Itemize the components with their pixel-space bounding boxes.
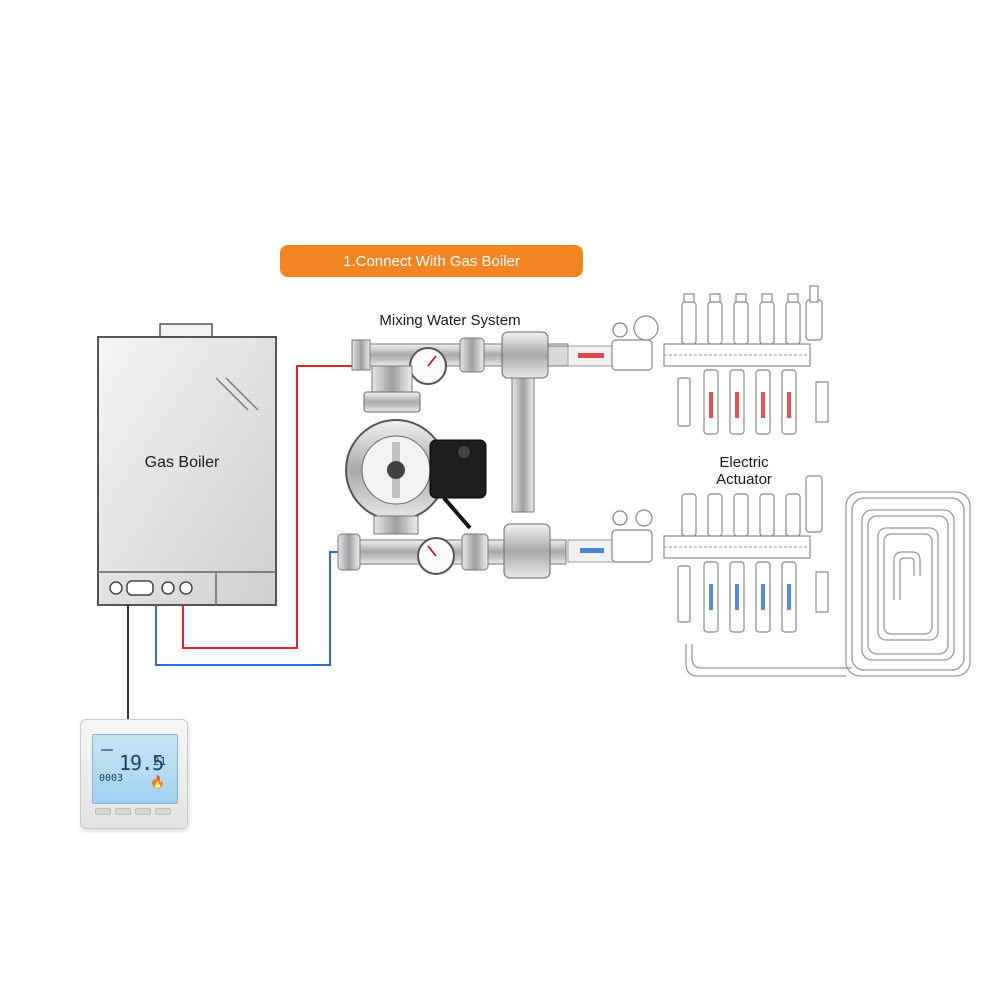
hot-indicator xyxy=(578,353,604,358)
boiler-knob-1 xyxy=(109,581,123,595)
boiler-knob-2 xyxy=(161,581,175,595)
current-temperature: 19.5 xyxy=(119,751,164,775)
lcd-mode-bar xyxy=(101,749,113,751)
thermostat-button-1[interactable] xyxy=(95,808,111,815)
set-temperature: 21 xyxy=(153,755,167,768)
thermostat-button-2[interactable] xyxy=(115,808,131,815)
outlet-nipples xyxy=(567,345,617,563)
step-banner: 1.Connect With Gas Boiler xyxy=(280,245,583,277)
boiler-body xyxy=(97,336,277,606)
thermostat-lcd: 19.5 21 0003 🔥 xyxy=(92,734,178,804)
thermostat-button-3[interactable] xyxy=(135,808,151,815)
manifold-gauge xyxy=(633,315,659,341)
upper-valve xyxy=(501,331,549,379)
floor-manifold xyxy=(611,285,829,633)
mixing-system-label: Mixing Water System xyxy=(379,312,521,329)
lcd-clock: 0003 xyxy=(99,773,124,784)
mixing-water-system xyxy=(337,331,569,579)
flame-icon: 🔥 xyxy=(150,775,165,789)
cold-return-pipe xyxy=(155,551,338,666)
electric-actuator-label: Electric Actuator xyxy=(716,454,772,488)
upper-union xyxy=(459,337,485,373)
supply-ball-valve xyxy=(611,339,653,371)
connections xyxy=(127,365,352,719)
thermostat-button-4[interactable] xyxy=(155,808,171,815)
boiler-top-handle xyxy=(159,323,213,339)
return-ball-valve xyxy=(611,529,653,563)
lower-valve xyxy=(503,523,551,579)
bypass-tube xyxy=(511,377,535,513)
room-thermostat: 19.5 21 0003 🔥 xyxy=(80,719,188,829)
pump-motor-box xyxy=(429,439,487,499)
boiler-knob-3 xyxy=(179,581,193,595)
underfloor-coil xyxy=(685,491,971,677)
gas-boiler-label: Gas Boiler xyxy=(144,454,220,471)
hot-supply-pipe xyxy=(182,365,352,649)
gas-boiler xyxy=(97,323,277,606)
circulation-pump xyxy=(345,419,487,530)
cold-indicator xyxy=(580,548,604,553)
glare-line xyxy=(215,377,249,411)
flow-markers xyxy=(709,392,791,610)
boiler-display xyxy=(126,580,154,596)
